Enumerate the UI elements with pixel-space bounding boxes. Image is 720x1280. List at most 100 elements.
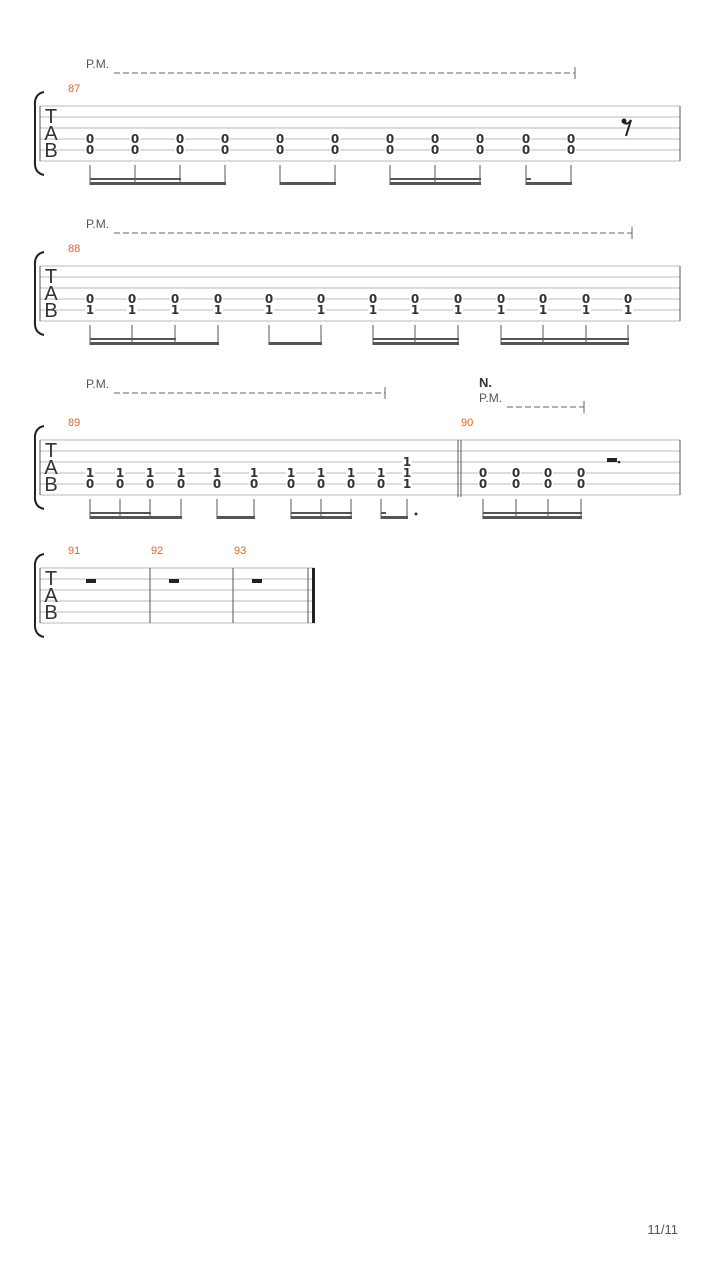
fret-bg bbox=[576, 478, 586, 490]
palm-mute-label: P.M. bbox=[86, 377, 109, 391]
fret-bg bbox=[538, 304, 548, 316]
fret-bg bbox=[213, 304, 223, 316]
fret-bg bbox=[543, 467, 553, 479]
fret-bg bbox=[264, 304, 274, 316]
beam-stub bbox=[526, 178, 531, 180]
fret-bg bbox=[85, 144, 95, 156]
fret-number: 0 bbox=[582, 292, 590, 306]
fret-bg bbox=[249, 478, 259, 490]
fret-bg bbox=[316, 478, 326, 490]
beam bbox=[526, 182, 572, 185]
fret-bg bbox=[623, 304, 633, 316]
fret-number: 1 bbox=[317, 303, 325, 317]
fret-number: 1 bbox=[86, 303, 94, 317]
fret-number: 1 bbox=[582, 303, 590, 317]
fret-number: 0 bbox=[176, 143, 184, 157]
fret-number: 0 bbox=[567, 143, 575, 157]
whole-rest bbox=[86, 579, 96, 583]
fret-bg bbox=[376, 478, 386, 490]
beam-secondary bbox=[90, 512, 151, 514]
fret-bg bbox=[430, 144, 440, 156]
fret-number: 1 bbox=[403, 455, 411, 469]
measure-number: 87 bbox=[68, 83, 80, 95]
fret-number: 1 bbox=[497, 303, 505, 317]
fret-bg bbox=[511, 478, 521, 490]
fret-bg bbox=[346, 467, 356, 479]
beam-secondary bbox=[373, 338, 459, 340]
beam bbox=[483, 516, 582, 519]
fret-bg bbox=[543, 478, 553, 490]
fret-number: 1 bbox=[265, 303, 273, 317]
fret-number: 0 bbox=[131, 143, 139, 157]
fret-number: 1 bbox=[411, 303, 419, 317]
fret-number: 0 bbox=[128, 292, 136, 306]
fret-number: 0 bbox=[567, 132, 575, 146]
beam-secondary bbox=[90, 178, 181, 180]
fret-number: 0 bbox=[544, 477, 552, 491]
beam bbox=[90, 182, 226, 185]
fret-number: 0 bbox=[431, 132, 439, 146]
fret-number: 0 bbox=[276, 143, 284, 157]
fret-bg bbox=[85, 293, 95, 305]
fret-number: 1 bbox=[347, 466, 355, 480]
fret-bg bbox=[212, 467, 222, 479]
tab-clef-letter: A bbox=[44, 585, 58, 607]
fret-bg bbox=[130, 133, 140, 145]
fret-bg bbox=[475, 144, 485, 156]
beam-secondary bbox=[390, 178, 481, 180]
fret-number: 0 bbox=[411, 292, 419, 306]
palm-mute-label: P.M. bbox=[479, 391, 502, 405]
fret-number: 0 bbox=[287, 477, 295, 491]
fret-number: 0 bbox=[522, 132, 530, 146]
fret-number: 0 bbox=[176, 132, 184, 146]
fret-number: 0 bbox=[512, 466, 520, 480]
palm-mute-label: P.M. bbox=[86, 57, 109, 71]
fret-bg bbox=[402, 456, 412, 468]
system-bracket bbox=[33, 553, 45, 638]
beam bbox=[501, 342, 629, 345]
fret-number: 0 bbox=[317, 292, 325, 306]
fret-number: 0 bbox=[221, 143, 229, 157]
fret-number: 0 bbox=[454, 292, 462, 306]
fret-bg bbox=[566, 144, 576, 156]
fret-bg bbox=[212, 478, 222, 490]
fret-bg bbox=[511, 467, 521, 479]
fret-bg bbox=[496, 293, 506, 305]
fret-bg bbox=[175, 133, 185, 145]
tab-clef-letter: A bbox=[44, 283, 58, 305]
fret-bg bbox=[430, 133, 440, 145]
fret-bg bbox=[538, 293, 548, 305]
system-bracket bbox=[33, 91, 45, 176]
whole-rest bbox=[169, 579, 179, 583]
fret-bg bbox=[145, 467, 155, 479]
fret-bg bbox=[264, 293, 274, 305]
fret-number: 0 bbox=[497, 292, 505, 306]
fret-number: 1 bbox=[539, 303, 547, 317]
fret-number: 1 bbox=[250, 466, 258, 480]
tab-clef-letter: T bbox=[45, 106, 57, 128]
fret-bg bbox=[316, 304, 326, 316]
fret-bg bbox=[115, 467, 125, 479]
fret-bg bbox=[115, 478, 125, 490]
fret-bg bbox=[346, 478, 356, 490]
measure-number: 91 bbox=[68, 545, 80, 557]
fret-bg bbox=[316, 467, 326, 479]
fret-number: 0 bbox=[265, 292, 273, 306]
half-rest bbox=[607, 458, 617, 462]
page-number: 11/11 bbox=[647, 1222, 678, 1237]
measure-number: 88 bbox=[68, 243, 80, 255]
fret-number: 1 bbox=[287, 466, 295, 480]
measure-number: 89 bbox=[68, 417, 80, 429]
fret-number: 0 bbox=[177, 477, 185, 491]
tab-clef-letter: B bbox=[44, 602, 57, 624]
fret-bg bbox=[623, 293, 633, 305]
fret-bg bbox=[496, 304, 506, 316]
whole-rest bbox=[252, 579, 262, 583]
fret-number: 1 bbox=[213, 466, 221, 480]
fret-number: 0 bbox=[512, 477, 520, 491]
fret-bg bbox=[176, 478, 186, 490]
fret-number: 0 bbox=[331, 132, 339, 146]
fret-number: 1 bbox=[116, 466, 124, 480]
measure-number: 90 bbox=[461, 417, 473, 429]
fret-number: 0 bbox=[347, 477, 355, 491]
